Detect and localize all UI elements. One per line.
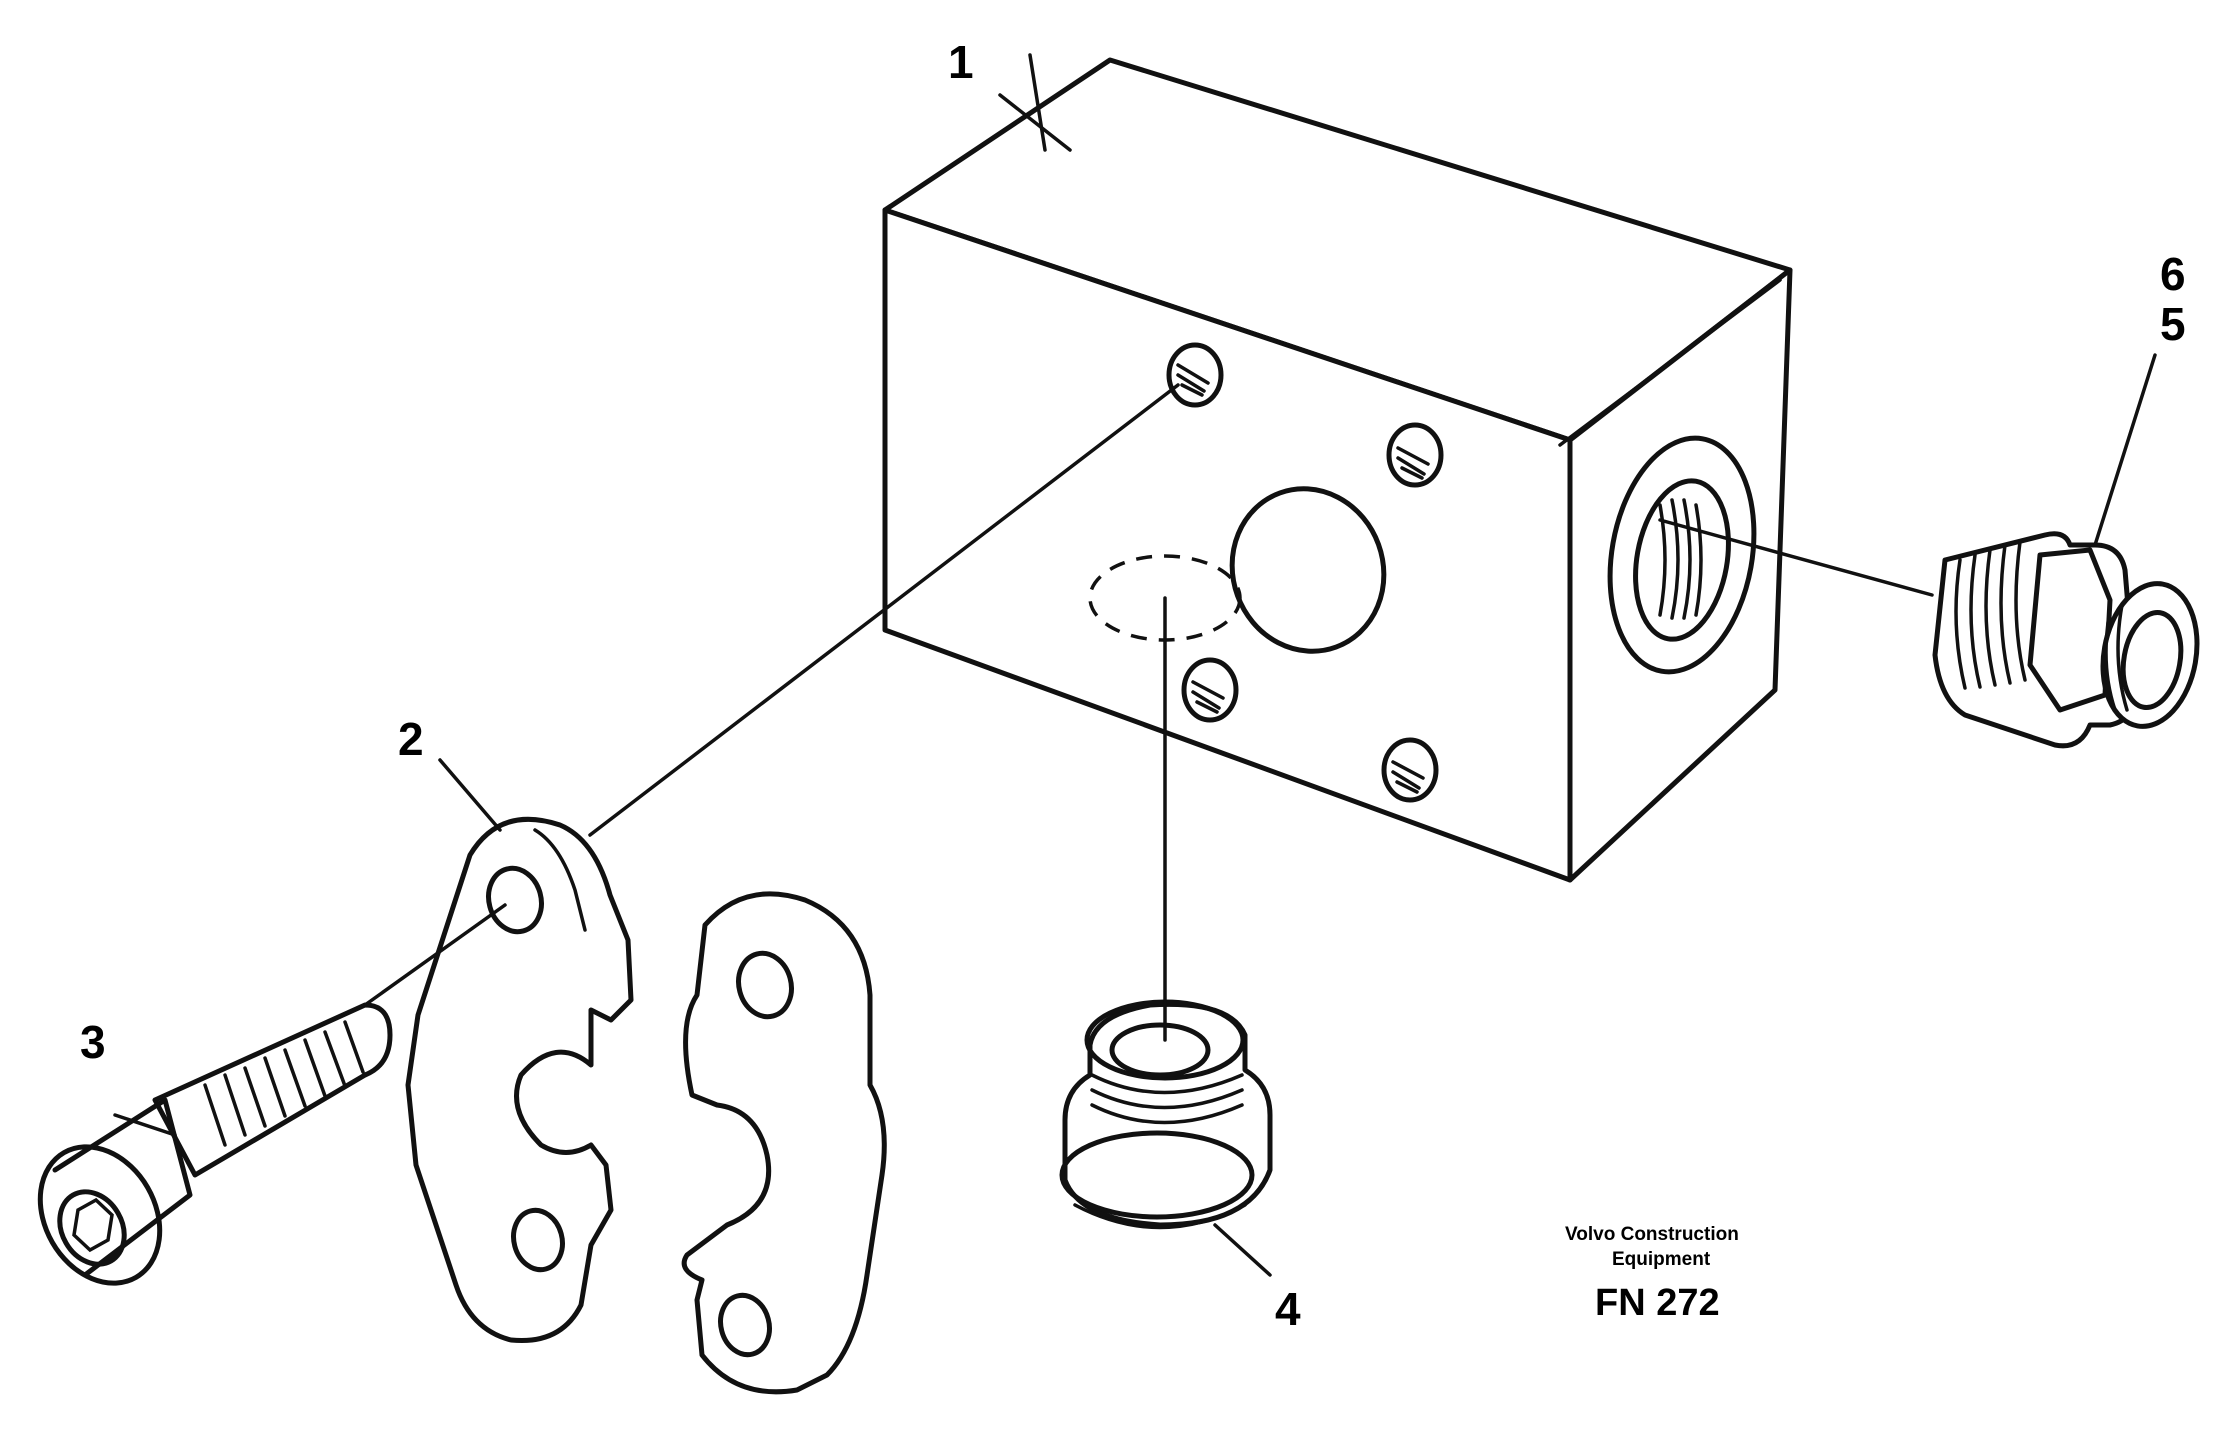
figure-code: FN 272: [1595, 1282, 1720, 1324]
maker-line-2: Equipment: [1612, 1249, 1711, 1270]
callout-4: 4: [1275, 1283, 1301, 1335]
adapter-fitting: [1932, 531, 2200, 749]
callout-5: 5: [2160, 298, 2186, 350]
assembly-lines: [113, 53, 2157, 1277]
socket-head-screw: [37, 1002, 393, 1286]
callout-2: 2: [398, 713, 424, 765]
callout-3: 3: [80, 1016, 106, 1068]
split-flange: [405, 816, 887, 1395]
valve-block: [882, 57, 1793, 883]
callout-1: 1: [948, 36, 974, 88]
callout-6: 6: [2160, 248, 2186, 300]
maker-line-1: Volvo Construction: [1565, 1224, 1739, 1245]
